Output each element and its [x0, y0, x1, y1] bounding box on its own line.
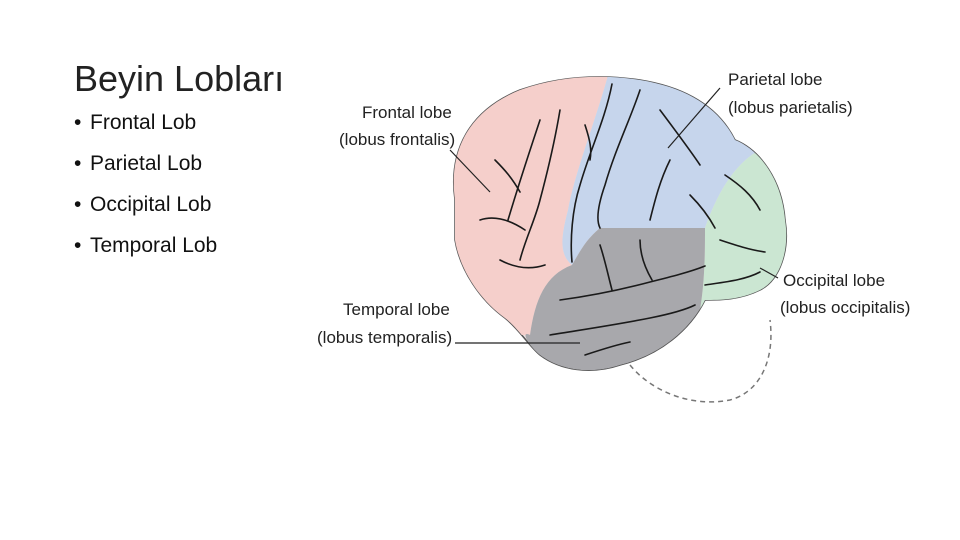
bullet-item: •Parietal Lob	[74, 152, 203, 175]
bullet-item: •Frontal Lob	[74, 111, 197, 134]
frontal-lobe-region	[453, 76, 612, 335]
lobe-bullet-list: •Frontal Lob •Parietal Lob •Occipital Lo…	[74, 106, 217, 270]
frontal-lobe-label: Frontal lobe	[362, 103, 452, 122]
slide-title: Beyin Lobları	[74, 58, 285, 99]
bullet-text: Parietal Lob	[90, 152, 203, 175]
cerebellum-dashed-outline	[629, 319, 772, 403]
bullet-text: Temporal Lob	[90, 234, 218, 257]
brain-lobes-diagram: Frontal lobe (lobus frontalis) Parietal …	[317, 70, 910, 403]
occipital-lobe-region	[700, 150, 787, 310]
leader-lines	[449, 87, 779, 344]
frontal-lobe-latin-label: (lobus frontalis)	[339, 130, 455, 149]
bullet-item: •Occipital Lob	[74, 193, 212, 216]
occipital-lobe-latin-label: (lobus occipitalis)	[780, 298, 910, 317]
parietal-lobe-region	[562, 76, 760, 265]
bullet-text: Occipital Lob	[90, 193, 212, 216]
temporal-lobe-region	[525, 228, 705, 371]
parietal-lobe-latin-label: (lobus parietalis)	[728, 98, 853, 117]
temporal-lobe-latin-label: (lobus temporalis)	[317, 328, 452, 347]
parietal-lobe-label: Parietal lobe	[728, 70, 823, 89]
brain-sulci	[479, 83, 766, 356]
bullet-item: •Temporal Lob	[74, 234, 218, 257]
bullet-text: Frontal Lob	[90, 111, 197, 134]
occipital-lobe-label: Occipital lobe	[783, 271, 885, 290]
temporal-lobe-label: Temporal lobe	[343, 300, 450, 319]
